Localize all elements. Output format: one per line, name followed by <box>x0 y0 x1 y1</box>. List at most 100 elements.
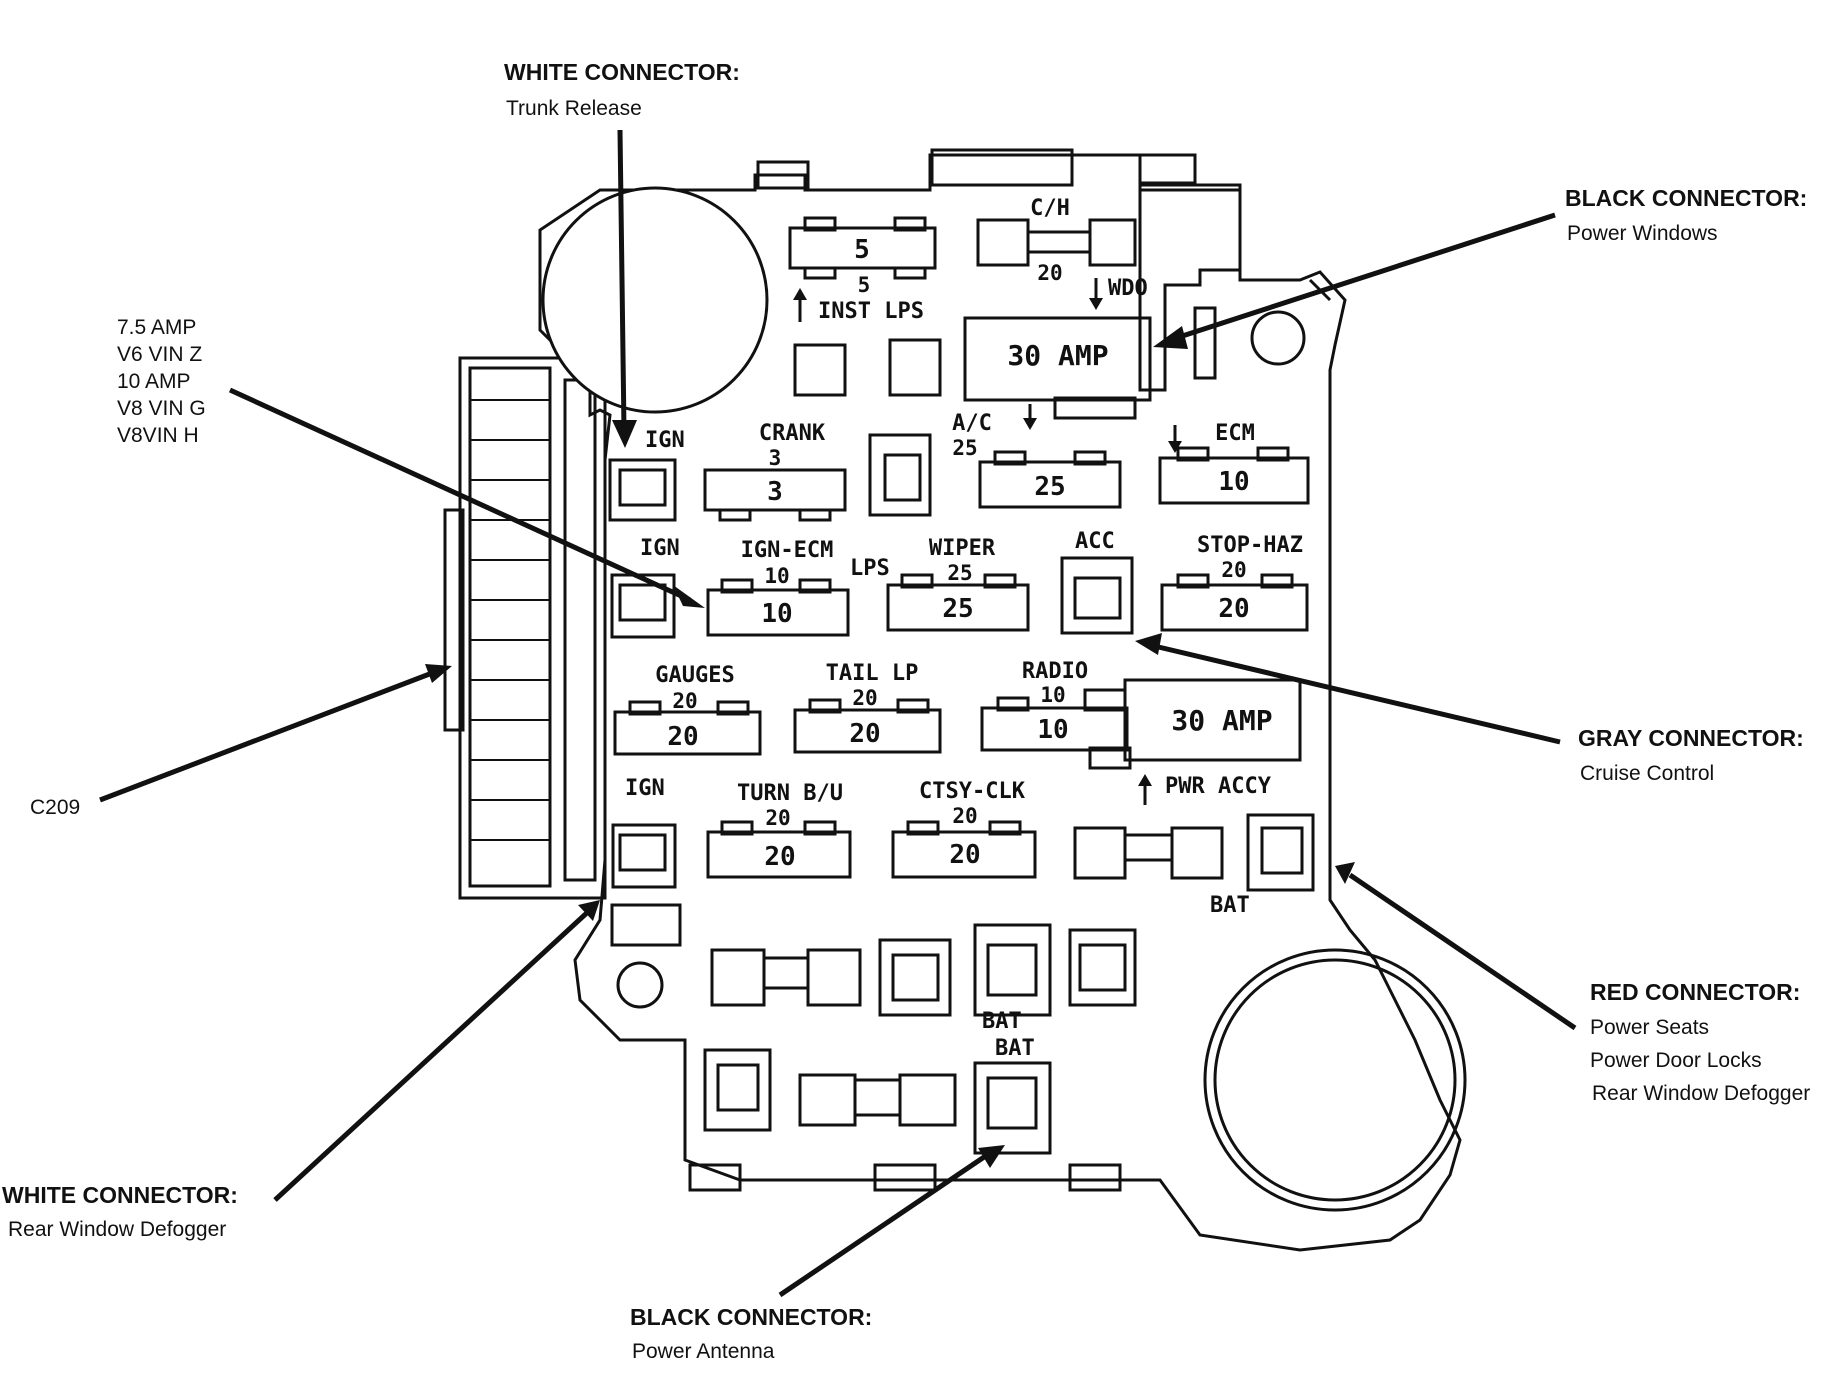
connector-bat-1: BAT <box>1073 813 1315 918</box>
callout-title: RED CONNECTOR: <box>1590 979 1800 1005</box>
arrow-head-icon <box>425 664 452 683</box>
callout-white-bottom: WHITE CONNECTOR: Rear Window Defogger <box>2 1182 238 1241</box>
fuse-label-lps: LPS <box>850 556 890 581</box>
fuse-value: 3 <box>767 477 783 507</box>
arrow-head-icon <box>1335 862 1355 884</box>
fuse-value: 5 <box>854 235 870 265</box>
fuse-label: CRANK <box>759 421 826 446</box>
fuse-rating: 3 <box>769 446 782 470</box>
callout-line: Power Seats <box>1590 1016 1709 1039</box>
fuse-value: 20 <box>764 842 795 872</box>
fuse-rating: 25 <box>952 436 977 460</box>
arrow-head-icon <box>612 420 637 448</box>
fuse-value: 30 AMP <box>1007 339 1108 372</box>
relay-small <box>798 1073 857 1127</box>
callout-line: V8VIN H <box>117 424 199 447</box>
relay-small <box>883 453 922 502</box>
fuse-value: 20 <box>949 840 980 870</box>
fuse-layout: 5 5 INST LPS C/H 20 WDO 30 AMP <box>608 196 1315 1155</box>
fuse-label: WIPER <box>929 536 996 561</box>
fuse-value: 25 <box>1034 472 1065 502</box>
relay-small <box>610 903 682 947</box>
fuse-value: 10 <box>1037 715 1068 745</box>
relay-small <box>703 1048 772 1132</box>
fuse-label: TURN B/U <box>737 781 843 806</box>
fuse-gauges: GAUGES 20 20 <box>613 663 762 756</box>
callout-title: WHITE CONNECTOR: <box>2 1182 238 1208</box>
callout-red: RED CONNECTOR: Power Seats Power Door Lo… <box>1590 979 1810 1105</box>
fuse-label: IGN <box>625 776 665 801</box>
callout-gray: GRAY CONNECTOR: Cruise Control <box>1578 725 1804 785</box>
callout-line: Power Windows <box>1567 222 1718 245</box>
callout-black-top: BLACK CONNECTOR: Power Windows <box>1565 185 1807 245</box>
fuse-value: 10 <box>1218 467 1249 497</box>
fuse-label: WDO <box>1108 276 1148 301</box>
fuse-rating: 20 <box>1221 558 1246 582</box>
fuse-turn-bu: TURN B/U 20 20 <box>706 781 852 879</box>
fuse-label: PWR ACCY <box>1165 774 1272 799</box>
connector-bat-3: BAT <box>973 1036 1052 1155</box>
relay-small <box>891 953 940 1002</box>
callout-line: 10 AMP <box>117 370 191 393</box>
fuse-rating: 20 <box>672 689 697 713</box>
relay-small <box>868 433 932 517</box>
fuse-rating: 5 <box>858 273 871 297</box>
relay-small <box>888 338 942 397</box>
callout-line: 7.5 AMP <box>117 316 196 339</box>
fuse-label: CTSY-CLK <box>919 779 1026 804</box>
fuse-ign-ecm: IGN-ECM 10 10 <box>706 538 850 637</box>
callout-line: Rear Window Defogger <box>1592 1082 1810 1105</box>
relay-small <box>716 1063 760 1112</box>
connector-bat-2: BAT <box>973 923 1052 1034</box>
fuse-label: C/H <box>1030 196 1070 221</box>
fuse-label: INST LPS <box>818 299 924 324</box>
arrow-head-icon <box>1153 326 1188 349</box>
fuse-ac: A/C 25 25 <box>952 411 1122 509</box>
arrow-up-icon <box>793 288 807 300</box>
fuse-stop-haz: STOP-HAZ 20 20 <box>1160 533 1309 632</box>
callout-title: GRAY CONNECTOR: <box>1578 725 1804 751</box>
fuse-label: GAUGES <box>655 663 734 688</box>
arrow-down-icon <box>1023 418 1037 430</box>
fuse-value: 20 <box>667 722 698 752</box>
callout-c209: C209 <box>30 796 80 819</box>
relay-small <box>710 948 766 1007</box>
arrow-down-icon <box>1168 441 1182 453</box>
connector-ign-1: IGN <box>608 428 685 522</box>
callout-line: Cruise Control <box>1580 762 1714 785</box>
fuse-label: BAT <box>995 1036 1035 1061</box>
fuse-label: BAT <box>982 1009 1022 1034</box>
connector-acc: ACC <box>1060 529 1134 635</box>
relay-small <box>898 1073 957 1127</box>
fuse-radio: RADIO 10 10 <box>980 659 1129 752</box>
fuse-inst-lps: 5 5 INST LPS <box>788 216 937 324</box>
fuse-block-body <box>443 148 1467 1252</box>
arrow-head-icon <box>978 1145 1005 1168</box>
callout-line: Rear Window Defogger <box>8 1218 226 1241</box>
relay-small <box>793 343 847 397</box>
fuse-label: IGN <box>645 428 685 453</box>
fuse-crank: CRANK 3 3 <box>703 421 847 522</box>
callout-line: V6 VIN Z <box>117 343 202 366</box>
arrow-head-icon <box>673 585 705 608</box>
callout-title: BLACK CONNECTOR: <box>630 1304 872 1330</box>
arrow-head-icon <box>578 900 600 921</box>
callout-arrows <box>99 129 1577 1298</box>
fuse-value: 25 <box>942 594 973 624</box>
fuse-rating: 20 <box>765 806 790 830</box>
fuse-rating: 20 <box>952 804 977 828</box>
fuse-value: 20 <box>1218 594 1249 624</box>
fuse-label: BAT <box>1210 893 1250 918</box>
relay-small <box>806 948 862 1007</box>
fuse-rating: 20 <box>852 686 877 710</box>
relay-small <box>1068 928 1137 1007</box>
breaker-wdo: WDO 30 AMP <box>963 276 1152 430</box>
fuse-label: RADIO <box>1022 659 1088 684</box>
callout-title: BLACK CONNECTOR: <box>1565 185 1807 211</box>
callout-white-top: WHITE CONNECTOR: Trunk Release <box>504 59 740 120</box>
fuse-rating: 10 <box>1040 683 1065 707</box>
connector-ign-3: IGN <box>611 776 677 889</box>
fuse-ctsy-clk: CTSY-CLK 20 20 <box>891 779 1037 879</box>
callout-line: V8 VIN G <box>117 397 206 420</box>
fuse-value: 10 <box>761 599 792 629</box>
